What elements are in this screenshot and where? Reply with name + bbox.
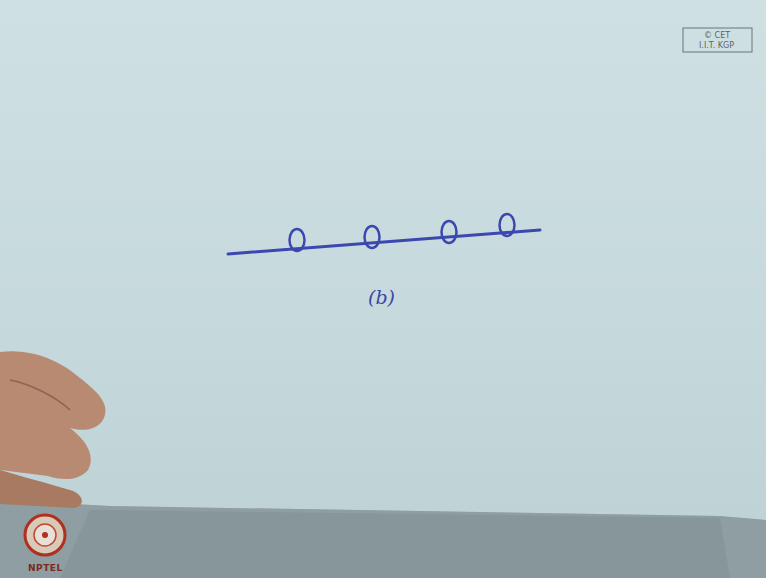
watermark: © CET: [704, 31, 730, 40]
figure-label: (b): [368, 286, 395, 308]
watermark: I.I.T. KGP: [699, 41, 734, 50]
logo-text: NPTEL: [28, 563, 63, 573]
